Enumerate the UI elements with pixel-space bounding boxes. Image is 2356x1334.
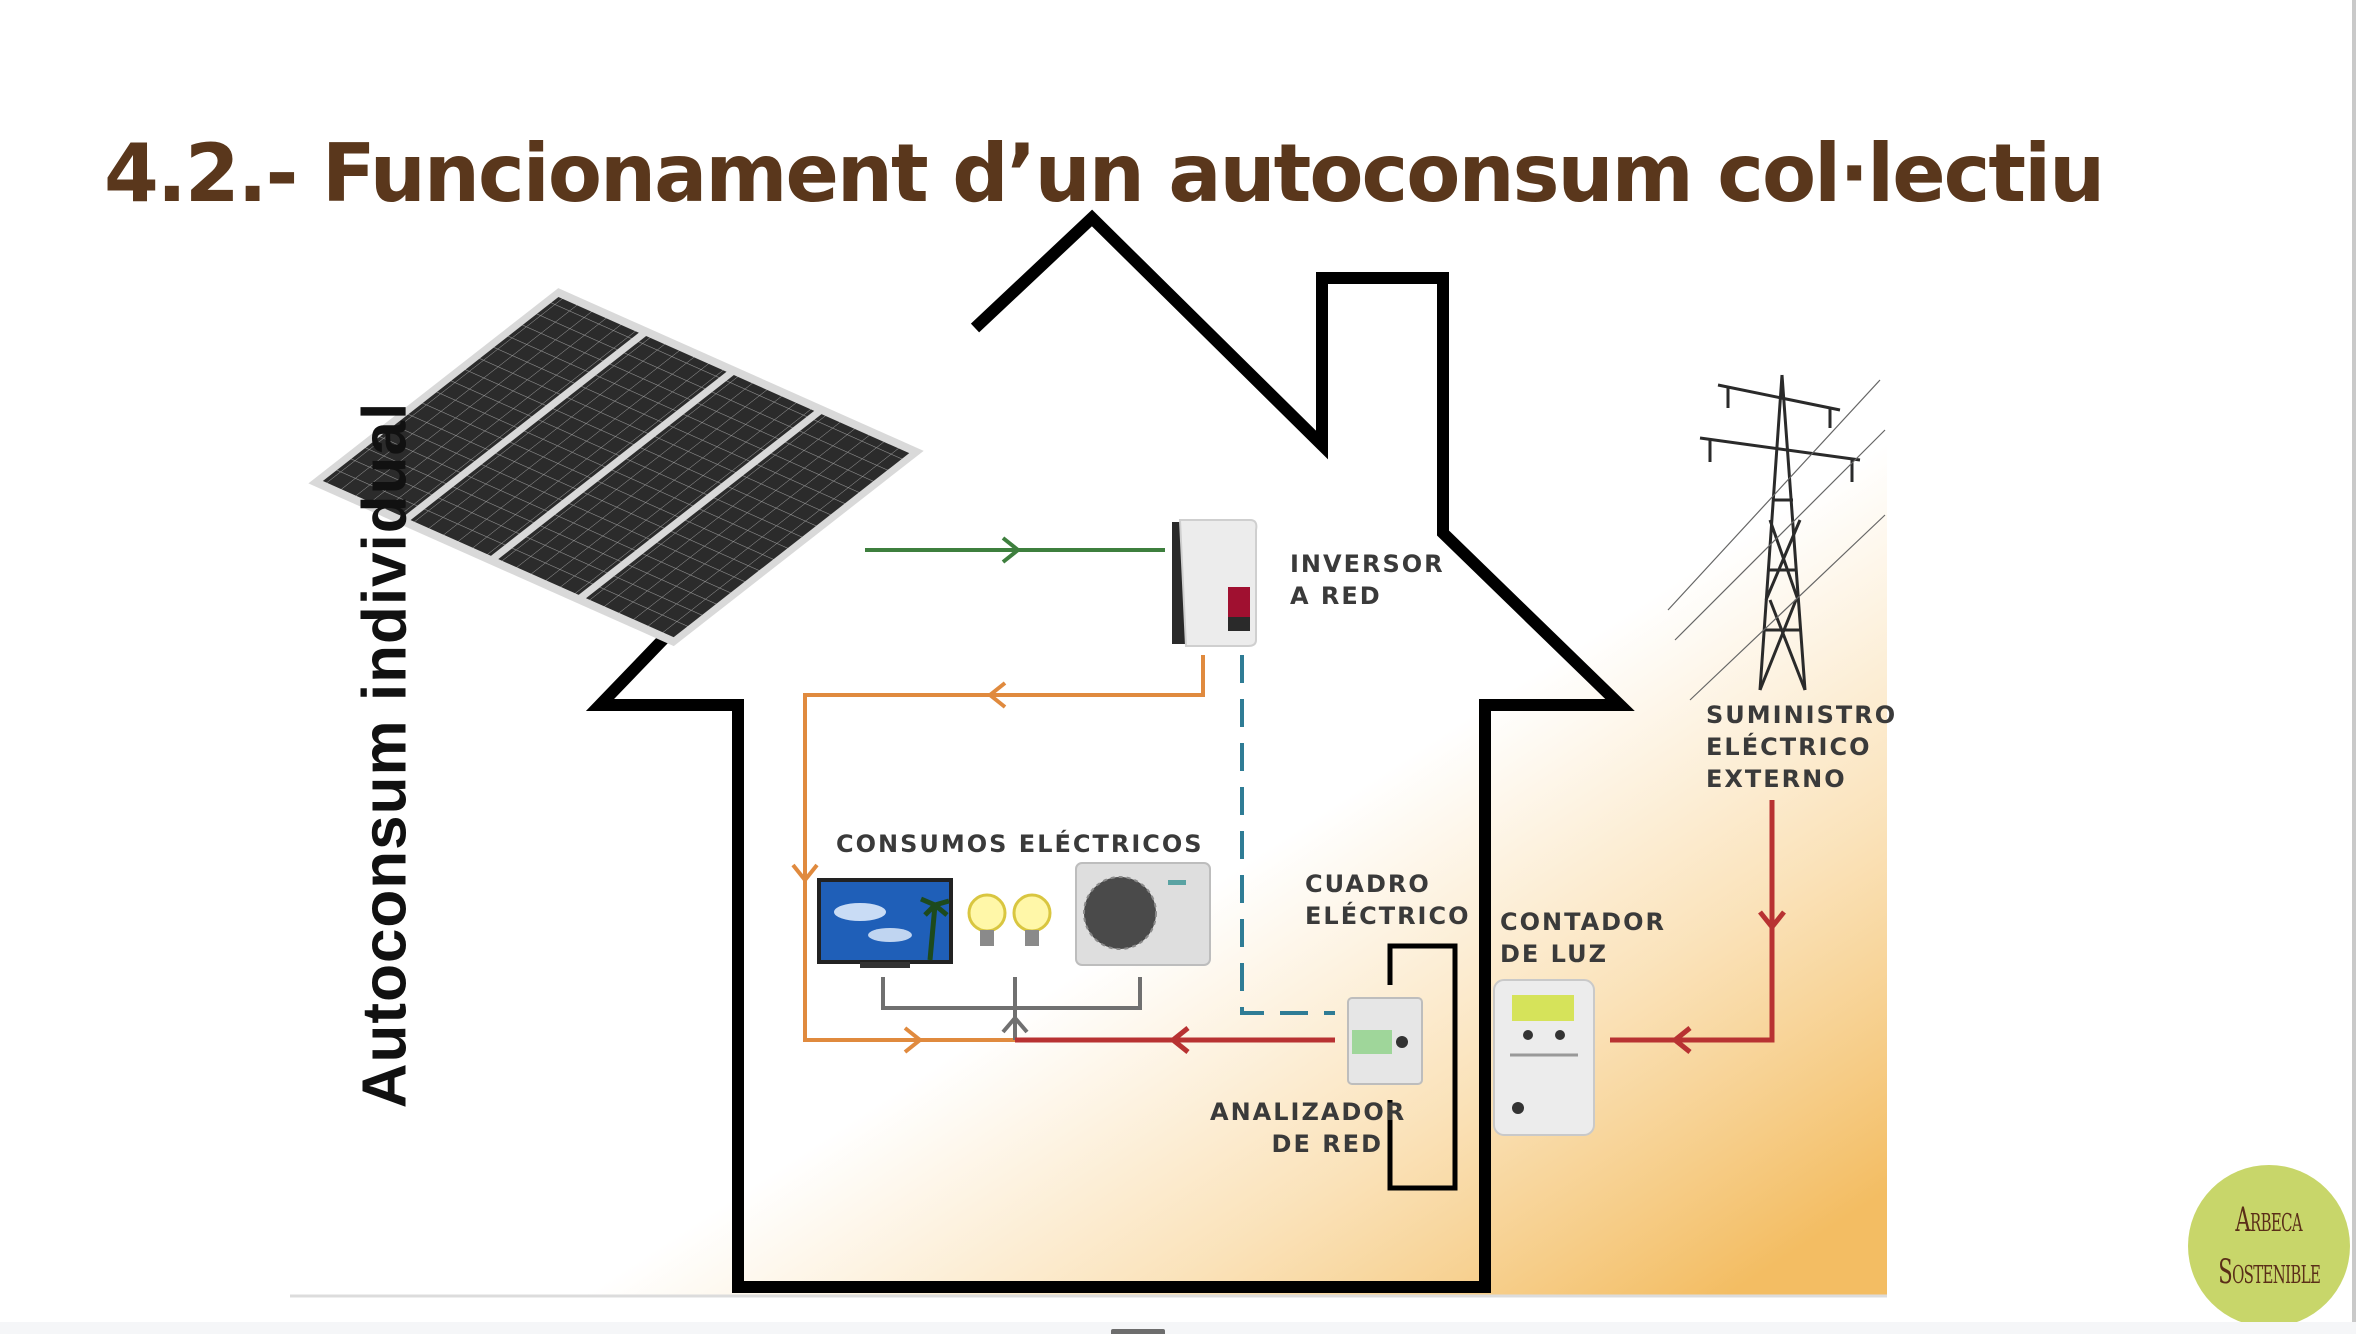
light-bulb-icon bbox=[1012, 893, 1052, 946]
grid-supply-label-line3: EXTERNO bbox=[1706, 765, 1847, 793]
self-consumption-flow bbox=[791, 655, 1205, 1054]
house-outline bbox=[585, 209, 1635, 1293]
vertical-section-label: Autoconsum individual bbox=[350, 401, 420, 1109]
power-tower-icon bbox=[1667, 374, 1886, 701]
solar-panel-icon bbox=[308, 288, 924, 647]
bottom-toolbar-strip bbox=[0, 1322, 2356, 1334]
meter-label: CONTADOR DE LUZ bbox=[1500, 906, 1666, 970]
grid-supply-label-line1: SUMINISTRO bbox=[1706, 701, 1898, 729]
grid-supply-label: SUMINISTRO ELÉCTRICO EXTERNO bbox=[1706, 699, 1897, 795]
bottom-drag-handle[interactable] bbox=[1111, 1329, 1165, 1334]
inverter-label: INVERSOR A RED bbox=[1290, 548, 1445, 612]
inverter-icon bbox=[1172, 519, 1258, 647]
solar-to-inverter-flow bbox=[865, 536, 1165, 564]
light-bulb-icon bbox=[967, 893, 1007, 946]
panel-board-label-line2: ELÉCTRICO bbox=[1305, 902, 1471, 930]
network-analyzer-icon bbox=[1347, 997, 1423, 1085]
tv-icon bbox=[817, 878, 953, 968]
air-conditioner-icon bbox=[1075, 862, 1211, 966]
grid-supply-label-line2: ELÉCTRICO bbox=[1706, 733, 1872, 761]
arbeca-sostenible-logo: Arbeca Sostenible bbox=[2188, 1165, 2350, 1327]
panel-board-label-line1: CUADRO bbox=[1305, 870, 1431, 898]
logo-line1: Arbeca bbox=[2235, 1200, 2303, 1240]
panel-board-bracket bbox=[1387, 943, 1458, 1191]
analyzer-label: ANALIZADOR DE RED bbox=[1210, 1096, 1407, 1160]
analyzer-data-link bbox=[1240, 655, 1335, 1015]
vertical-scrollbar[interactable] bbox=[2352, 0, 2356, 1322]
panel-board-label: CUADRO ELÉCTRICO bbox=[1305, 868, 1471, 932]
analyzer-label-line1: ANALIZADOR bbox=[1210, 1098, 1407, 1126]
analyzer-label-line2: DE RED bbox=[1271, 1130, 1383, 1158]
electricity-meter-icon bbox=[1493, 979, 1595, 1136]
meter-label-line1: CONTADOR bbox=[1500, 908, 1666, 936]
load-bus bbox=[881, 977, 1142, 1040]
meter-label-line2: DE LUZ bbox=[1500, 940, 1608, 968]
inverter-label-line2: A RED bbox=[1290, 582, 1382, 610]
grid-flow bbox=[1015, 800, 1786, 1054]
inverter-label-line1: INVERSOR bbox=[1290, 550, 1445, 578]
consumption-label: CONSUMOS ELÉCTRICOS bbox=[836, 830, 1204, 858]
logo-line2: Sostenible bbox=[2218, 1252, 2321, 1292]
slide-title: 4.2.- Funcionament d’un autoconsum col·l… bbox=[104, 127, 2105, 220]
